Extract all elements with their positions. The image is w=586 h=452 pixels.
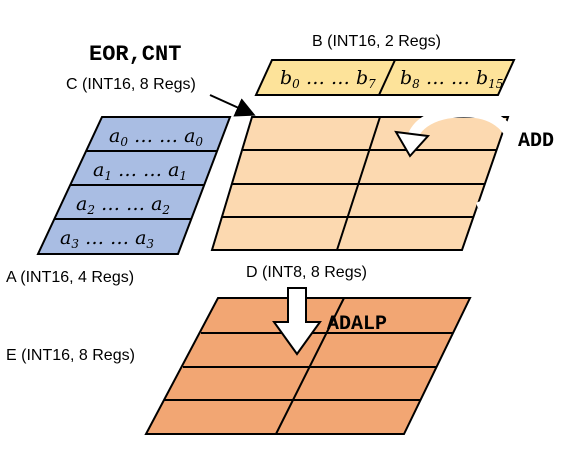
matrix-b-cell-1: b8 … … b15 bbox=[400, 67, 503, 91]
matrix-b-body bbox=[254, 59, 516, 96]
b-label: B (INT16, 2 Regs) bbox=[312, 33, 441, 50]
add-arrowhead-icon bbox=[394, 130, 431, 158]
matrix-a-row-1: a1 … … a1 bbox=[93, 159, 187, 183]
matrix-a-row-2: a2 … … a2 bbox=[76, 193, 170, 217]
e-label: E (INT16, 8 Regs) bbox=[6, 347, 135, 364]
eor-cnt-label: EOR,CNT bbox=[89, 42, 181, 67]
d-label: D (INT8, 8 Regs) bbox=[246, 264, 367, 281]
matrix-c bbox=[210, 116, 510, 251]
adalp-label: ADALP bbox=[327, 313, 387, 336]
c-pointer-arrow bbox=[209, 94, 256, 117]
matrix-a: a0 … … a0 a1 … … a1 a2 … … a2 a3 … … a3 bbox=[36, 116, 232, 255]
c-label: C (INT16, 8 Regs) bbox=[66, 76, 196, 93]
add-label: ADD bbox=[518, 130, 554, 153]
down-arrow bbox=[272, 287, 322, 356]
matrix-b-cell-0: b0 … … b7 bbox=[280, 67, 376, 91]
matrix-e bbox=[144, 297, 472, 435]
matrix-a-row-3: a3 … … a3 bbox=[60, 227, 154, 251]
a-label: A (INT16, 4 Regs) bbox=[6, 269, 134, 286]
down-arrow-icon bbox=[272, 287, 322, 356]
matrix-b-col-line bbox=[378, 59, 396, 96]
matrix-e-col-line bbox=[275, 297, 345, 435]
matrix-a-row-0: a0 … … a0 bbox=[109, 125, 203, 149]
matrix-c-col-line bbox=[336, 116, 381, 251]
add-loop-arrow bbox=[394, 106, 522, 214]
matrix-b: b0 … … b7 b8 … … b15 bbox=[254, 59, 516, 96]
